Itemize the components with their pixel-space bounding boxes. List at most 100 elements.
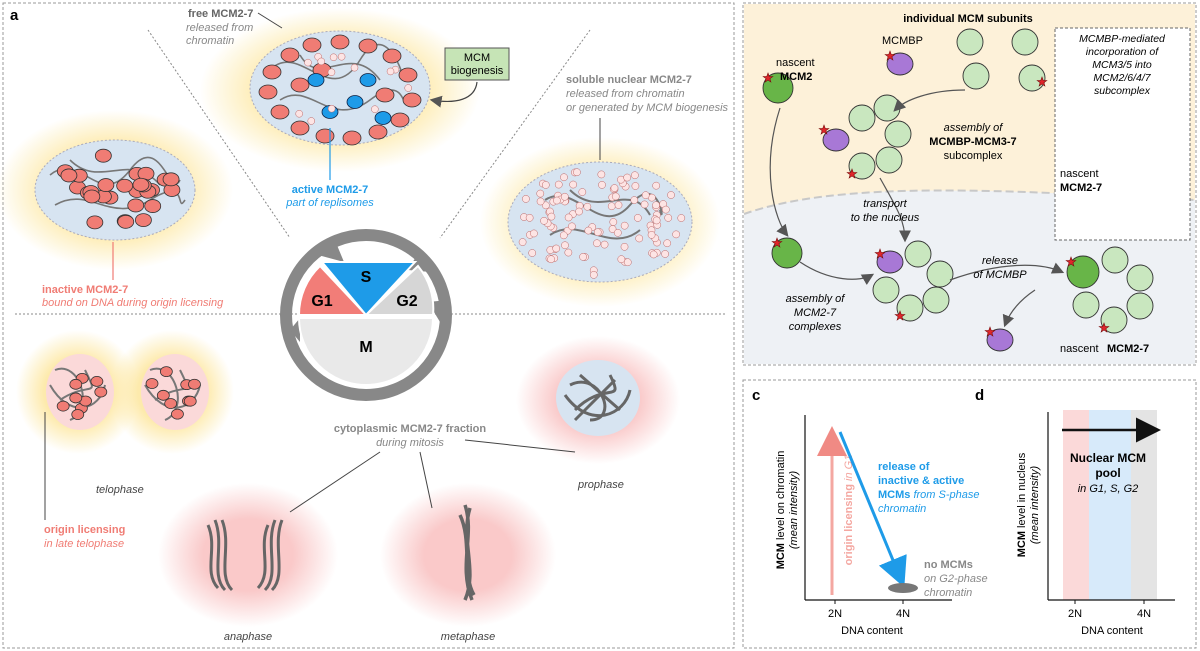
- c-nomcm-title: no MCMs: [924, 559, 973, 571]
- free-mcm-nucleus: [200, 8, 480, 172]
- d-ylabel-sub: (mean intensity): [1029, 466, 1041, 545]
- d-band-g1: [1063, 410, 1089, 600]
- zoom-line-right: [439, 29, 591, 239]
- mcm-soluble-particle: [561, 241, 569, 250]
- active-sub: part of replisomes: [285, 197, 374, 209]
- panel-b-frame: [742, 2, 1197, 366]
- mcm-bound-particle: [280, 47, 300, 63]
- mcm-subunit: [884, 120, 912, 148]
- panel-a-label: a: [10, 7, 19, 24]
- c-nomcm-sub-2: chromatin: [924, 587, 972, 599]
- mcm-soluble-particle: [547, 255, 555, 264]
- mcm-subunit: [873, 94, 901, 122]
- nascent-mcm2-label-1: nascent: [776, 57, 815, 69]
- mcm-subunit: [1126, 292, 1154, 320]
- anaphase-label: anaphase: [224, 631, 272, 643]
- d-xlabel: DNA content: [1081, 625, 1143, 637]
- final-nascent: nascent: [1060, 343, 1099, 355]
- mcm-soluble-particle: [652, 181, 661, 190]
- nascent-mcm2-label-2: MCM2: [780, 71, 812, 83]
- mcm-subunit: [962, 62, 990, 90]
- phase-g1-label: G1: [311, 293, 332, 310]
- inset-mcm27: MCM2-7: [1060, 182, 1102, 194]
- cyto-title: cytoplasmic MCM2-7 fraction: [334, 423, 486, 435]
- mcm2-subunit: [1066, 255, 1100, 289]
- mcm-soluble-particle: [608, 225, 617, 233]
- mcm-soluble-particle: [583, 202, 592, 211]
- free-pointer: [257, 12, 283, 29]
- mcm-soluble-particle: [597, 170, 606, 179]
- phase-m: [297, 317, 435, 386]
- cyto-pointer-prophase: [464, 439, 576, 453]
- mcm-soluble-particle: [584, 226, 593, 235]
- mcm-soluble-particle: [623, 173, 632, 182]
- assembly-arrow: [799, 261, 875, 286]
- mcm-bound-particle: [368, 124, 388, 140]
- mcm-bound-particle: [315, 128, 335, 144]
- c-ylabel-sub: (mean intensity): [788, 471, 800, 550]
- soluble-mcm-nucleus: [480, 137, 720, 307]
- mcm-bound-particle: [330, 34, 350, 50]
- mcm-subunit: [872, 276, 900, 304]
- mcm-bound-particle: [97, 178, 115, 192]
- mcm-subunit: [922, 286, 950, 314]
- mcm-bound-particle: [290, 77, 310, 93]
- mcm-soluble-particle: [662, 205, 670, 214]
- star-marker: [884, 50, 896, 61]
- soluble-title: soluble nuclear MCM2-7: [566, 74, 692, 86]
- inset-text-4: MCM2/6/4/7: [1093, 72, 1151, 84]
- g2-chromatin-mark: [888, 583, 918, 593]
- d-pool-3: in G1, S, G2: [1078, 483, 1139, 495]
- mcm-subunit: [1018, 64, 1046, 92]
- free-sub-1: released from: [186, 22, 253, 34]
- free-sub-2: chromatin: [186, 35, 234, 47]
- mcm-licensed-particle: [94, 386, 108, 398]
- panel-c-label: c: [752, 387, 760, 404]
- d-ylabel: MCM level in nucleus: [1016, 452, 1028, 557]
- mcm-soluble-particle: [600, 240, 609, 249]
- star-marker: [1036, 76, 1048, 87]
- mcm-active-particle: [359, 73, 377, 87]
- panel-cd-frame: [742, 379, 1197, 649]
- mcm-soluble-particle: [610, 184, 619, 192]
- mcm-bound-particle: [390, 112, 410, 128]
- panel-d-label: d: [975, 387, 984, 404]
- mcm-soluble-particle: [541, 201, 550, 210]
- assembly-arrow: [893, 89, 966, 112]
- mcm-soluble-particle: [573, 168, 581, 177]
- release-label-2: of MCMBP: [973, 269, 1027, 281]
- star-marker: [762, 72, 774, 83]
- mcm-soluble-particle: [552, 244, 561, 253]
- licensing-sub: in late telophase: [44, 538, 124, 550]
- mcm-soluble-particle: [631, 171, 639, 180]
- mcm-licensed-particle: [145, 378, 159, 389]
- mcm-soluble-particle: [560, 192, 569, 201]
- mcm-free-particle: [329, 53, 338, 62]
- mcm-soluble-particle: [522, 195, 530, 203]
- c-licensing-label: origin licensing in G1: [843, 455, 855, 566]
- mcm-soluble-particle: [635, 234, 644, 243]
- mcm-free-particle: [337, 52, 346, 61]
- d-band-s: [1089, 410, 1131, 600]
- mcm-soluble-particle: [661, 250, 669, 258]
- mcm-soluble-particle: [553, 196, 561, 205]
- mcm-subunit: [1126, 264, 1154, 292]
- mcm-bound-particle: [116, 178, 134, 193]
- biogenesis-box: MCM biogenesis: [444, 47, 510, 81]
- phase-g2-label: G2: [396, 293, 417, 310]
- cyto-pointer-metaphase: [419, 451, 433, 509]
- c-xlabel: DNA content: [841, 625, 903, 637]
- mcm-active-particle: [307, 73, 325, 87]
- mcm-soluble-particle: [633, 214, 642, 222]
- assembly-label-3: subcomplex: [944, 150, 1003, 162]
- d-tick-2n-label: 2N: [1068, 608, 1082, 620]
- panel-a-frame: [2, 2, 735, 649]
- prophase-label: prophase: [577, 479, 624, 491]
- telophase-cells: [16, 330, 234, 454]
- mcm-subunit: [926, 260, 954, 288]
- asm27-label-3: complexes: [789, 321, 842, 333]
- mcm-soluble-particle: [578, 188, 587, 196]
- assembly-arrow: [1002, 289, 1036, 328]
- mcmbp-protein: [986, 328, 1014, 352]
